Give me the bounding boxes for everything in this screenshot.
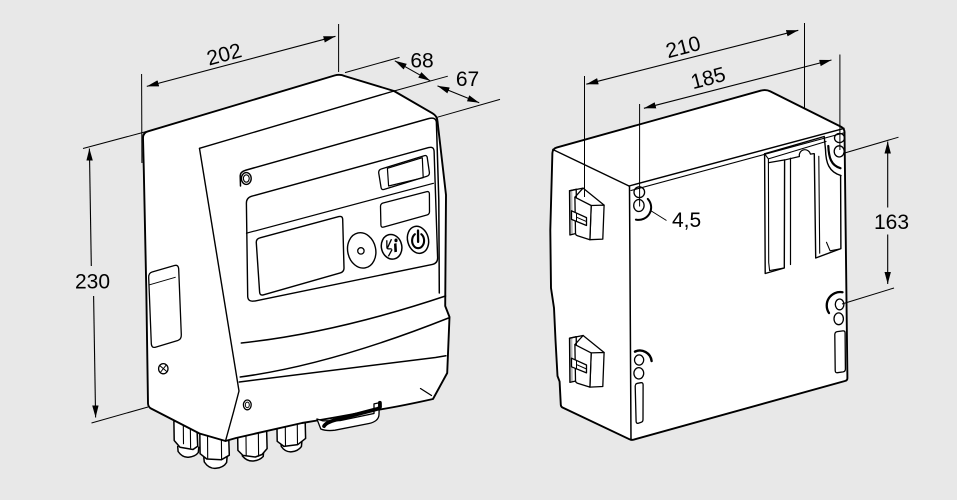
- svg-text:67: 67: [456, 68, 479, 91]
- svg-text:4,5: 4,5: [672, 209, 701, 232]
- svg-text:163: 163: [874, 211, 909, 234]
- svg-text:230: 230: [75, 271, 110, 294]
- svg-text:68: 68: [410, 50, 433, 73]
